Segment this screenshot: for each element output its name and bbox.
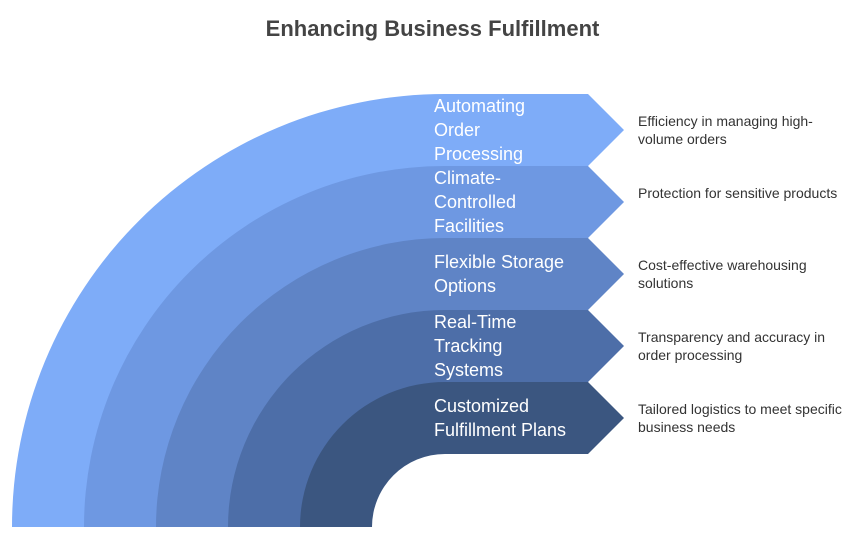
layer-label-line: Systems [434, 360, 503, 380]
page-title: Enhancing Business Fulfillment [265, 16, 600, 41]
arc-center-hole [372, 454, 455, 529]
arc-layers [12, 94, 624, 529]
layer-label-line: Flexible Storage [434, 252, 564, 272]
layer-description-5: Tailored logistics to meet specific busi… [638, 401, 842, 435]
layer-description-1: Efficiency in managing high-volume order… [638, 113, 813, 147]
layer-description-3: Cost-effective warehousing solutions [638, 257, 807, 291]
layer-description-4: Transparency and accuracy in order proce… [638, 329, 826, 363]
layer-label-line: Fulfillment Plans [434, 420, 566, 440]
layer-label-line: Customized [434, 396, 529, 416]
layer-label-line: Order [434, 120, 480, 140]
arc-band-5 [300, 382, 624, 527]
layer-label-line: Climate- [434, 168, 501, 188]
layer-label-line: Processing [434, 144, 523, 164]
layer-label-line: Real-Time [434, 312, 516, 332]
layer-description-2: Protection for sensitive products [638, 185, 838, 201]
layer-label-line: Options [434, 276, 496, 296]
layer-label-line: Automating [434, 96, 525, 116]
layer-label-line: Facilities [434, 216, 504, 236]
layer-label-line: Controlled [434, 192, 516, 212]
layer-label-line: Tracking [434, 336, 502, 356]
